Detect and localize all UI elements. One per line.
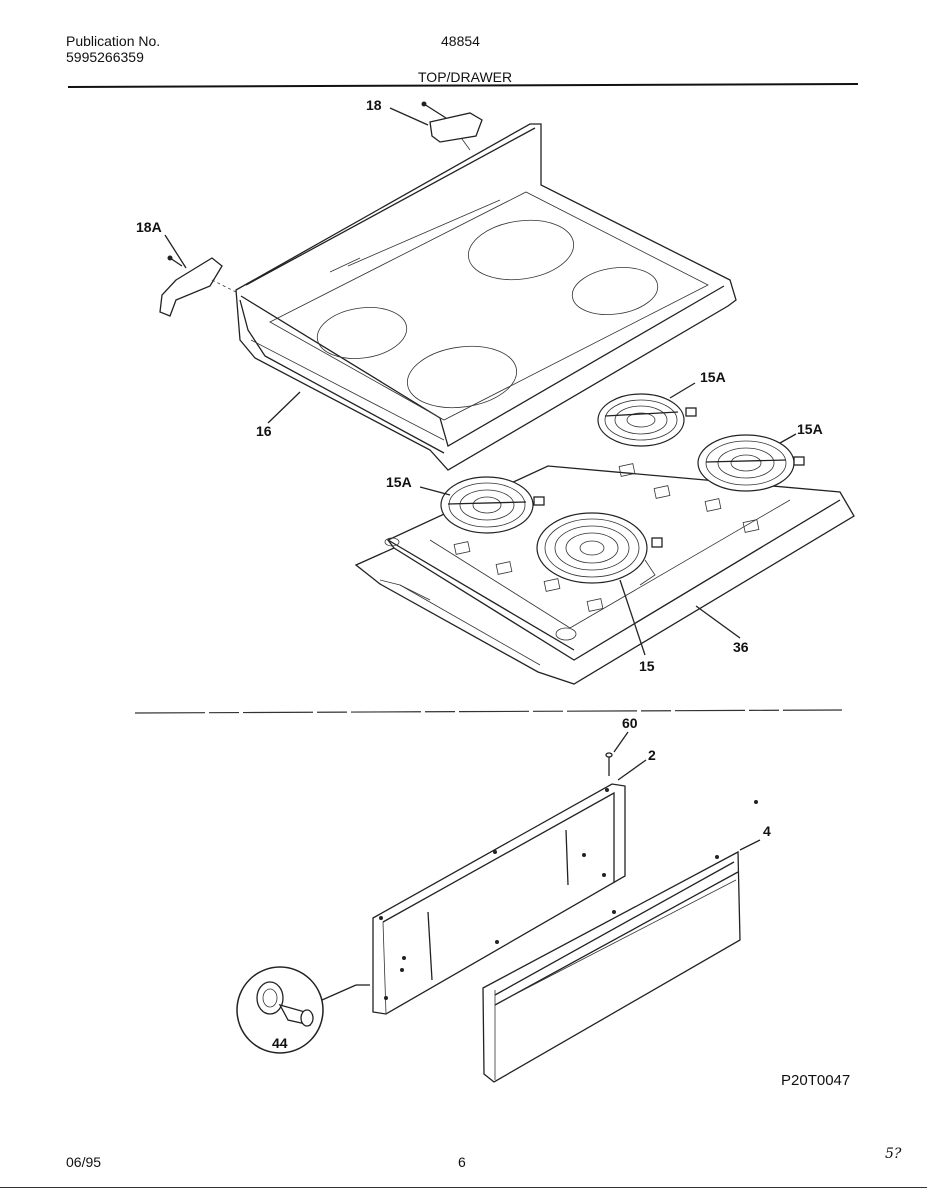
radiant-element-15a-right [697, 434, 805, 492]
stray-dot [754, 800, 758, 804]
callout-15a-top: 15A [700, 369, 726, 385]
model-number: 48854 [441, 33, 480, 49]
leader-15a-left [419, 486, 451, 496]
leader-16 [267, 391, 301, 424]
radiant-element-15a-top [597, 393, 697, 447]
callout-60: 60 [622, 715, 638, 731]
header-rule [67, 83, 859, 88]
radiant-element-15 [536, 512, 663, 586]
callout-18a: 18A [136, 219, 162, 235]
drawer-front-4 [482, 850, 741, 1083]
callout-2: 2 [648, 747, 656, 763]
leader-15 [619, 579, 646, 656]
drawer-panel-2 [372, 783, 626, 1015]
leader-36 [695, 605, 741, 639]
leader-2 [617, 759, 647, 781]
section-title: TOP/DRAWER [418, 69, 513, 85]
footer-corner-mark: 5? [885, 1146, 902, 1162]
callout-18: 18 [366, 97, 382, 113]
callout-16: 16 [256, 423, 272, 439]
callout-15a-right: 15A [797, 421, 823, 437]
glide-44-detail [236, 966, 370, 1054]
callout-4: 4 [763, 823, 771, 839]
bracket-18 [389, 101, 483, 151]
callout-15a-left: 15A [386, 474, 412, 490]
section-divider [134, 709, 843, 714]
callout-44: 44 [272, 1035, 288, 1051]
leader-4 [739, 839, 761, 851]
footer-rule [0, 1187, 927, 1188]
radiant-element-15a-left [440, 476, 545, 534]
callout-36: 36 [733, 639, 749, 655]
leader-15a-top [669, 382, 696, 399]
footer-date: 06/95 [66, 1154, 102, 1170]
cooktop-glass-top [235, 123, 737, 471]
figure-code: P20T0047 [781, 1072, 851, 1089]
bracket-18a [159, 234, 237, 317]
callout-15: 15 [639, 658, 655, 674]
leader-15a-right [779, 433, 797, 444]
publication-label: Publication No. [66, 33, 161, 49]
footer-page-number: 6 [458, 1154, 466, 1170]
screw-60 [605, 731, 629, 776]
publication-number: 5995266359 [66, 49, 144, 65]
